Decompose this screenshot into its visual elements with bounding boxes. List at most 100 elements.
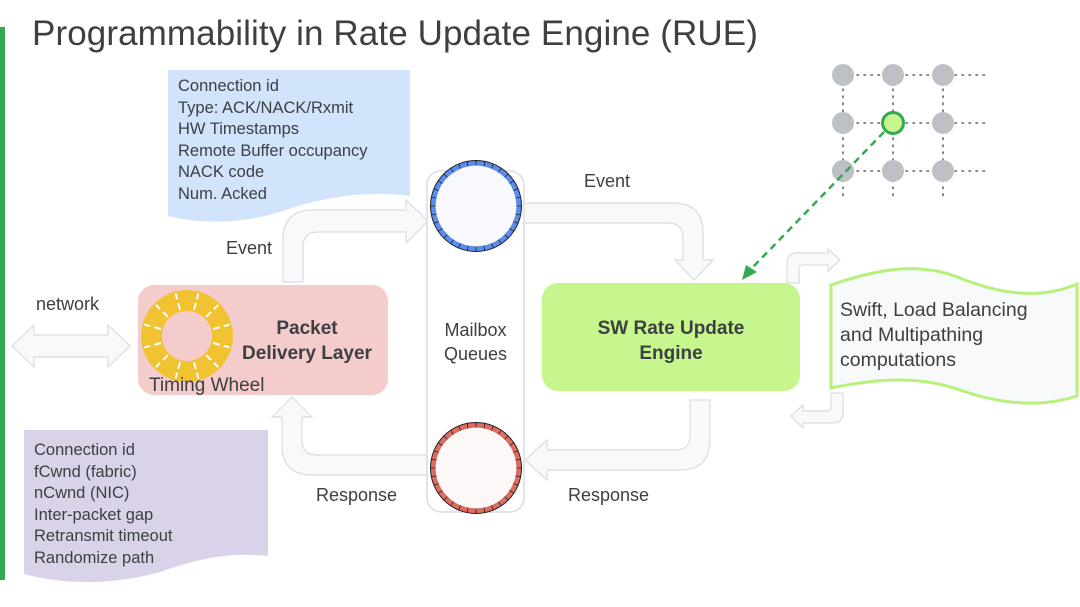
timing-wheel-slot xyxy=(155,304,169,318)
response-arrow-right xyxy=(524,399,711,482)
queue-slot xyxy=(437,180,443,184)
queue-slot xyxy=(498,167,502,173)
network-label: network xyxy=(36,294,100,314)
event-fields-note: Connection id Type: ACK/NACK/Rxmit HW Time… xyxy=(178,76,368,205)
dashed-link-arrowhead xyxy=(742,265,757,280)
queue-slot xyxy=(509,180,515,184)
mailbox-queues-line1: Mailbox xyxy=(444,320,507,340)
timing-wheel-slot xyxy=(193,293,200,311)
response-arrow-left xyxy=(270,396,429,476)
response-field-item: nCwnd (NIC) xyxy=(34,484,130,502)
timing-wheel-slot xyxy=(212,323,230,330)
queue-slot xyxy=(498,239,502,245)
timing-wheel-slot xyxy=(205,304,219,318)
queue-slot xyxy=(443,496,448,501)
dashed-link-arrow xyxy=(751,131,885,269)
response-field-item: Inter-packet gap xyxy=(34,505,154,524)
timing-wheel-icon xyxy=(141,290,233,382)
topology-node-selected xyxy=(881,111,905,135)
rue-title-line1: SW Rate Update xyxy=(597,318,745,339)
rue-box[interactable] xyxy=(542,283,800,391)
queue-slot xyxy=(443,435,448,440)
response-queue-ring-icon xyxy=(430,422,522,514)
queue-slot xyxy=(498,429,502,435)
queue-slot xyxy=(513,450,519,453)
queue-slot xyxy=(515,213,521,216)
queue-slot xyxy=(509,442,515,446)
queue-slot xyxy=(504,173,509,178)
queue-slot xyxy=(433,450,439,453)
event-arrow-right xyxy=(523,202,715,281)
response-fields-note: Connection id fCwnd (fabric) nCwnd (NIC) In… xyxy=(34,440,172,569)
queue-slot xyxy=(483,423,486,429)
response-field-item: Connection id xyxy=(34,441,135,459)
queue-slot xyxy=(491,505,494,511)
queue-slot xyxy=(504,435,509,440)
topology-node xyxy=(932,64,954,86)
queue-slot xyxy=(431,458,437,461)
response-field-item: Randomize path xyxy=(34,548,155,567)
event-field-item: HW Timestamps xyxy=(178,120,300,138)
queue-slot xyxy=(458,505,461,511)
event-field-item: Connection id xyxy=(178,77,279,95)
queue-slot xyxy=(466,507,469,513)
queue-slot xyxy=(458,163,461,169)
queue-slot xyxy=(491,243,494,249)
event-field-item: Type: ACK/NACK/Rxmit xyxy=(178,98,354,117)
queue-slot xyxy=(437,442,443,446)
topology-node xyxy=(932,112,954,134)
event-field-item: Num. Acked xyxy=(178,184,267,203)
topology-node xyxy=(932,160,954,182)
queue-slot xyxy=(458,243,461,249)
queue-slot xyxy=(443,234,448,239)
queue-slot xyxy=(437,490,443,494)
computations-text: Swift, Load Balancing and Multipathing com… xyxy=(840,298,1028,373)
packet-delivery-layer-title: Packet Delivery Layer xyxy=(232,316,382,366)
response-label-left: Response xyxy=(316,485,398,505)
queue-slot xyxy=(491,163,494,169)
timing-wheel-slot xyxy=(144,323,162,330)
topology-node xyxy=(832,112,854,134)
queue-slot xyxy=(504,234,509,239)
queue-slot xyxy=(431,213,437,216)
queue-slot xyxy=(515,458,521,461)
computations-line: computations xyxy=(840,349,956,371)
queue-slot xyxy=(466,245,469,251)
mailbox-queues-title: Mailbox Queues xyxy=(427,318,524,366)
rue-title: SW Rate Update Engine xyxy=(542,316,800,366)
network-double-arrow xyxy=(11,323,131,369)
timing-wheel-slot xyxy=(174,361,181,379)
computations-line: Swift, Load Balancing xyxy=(840,299,1028,321)
queue-slot xyxy=(513,188,519,191)
rue-title-line2: Engine xyxy=(639,343,703,364)
response-label-right: Response xyxy=(568,485,650,505)
queue-slot xyxy=(433,221,439,224)
timing-wheel-slot xyxy=(205,354,219,368)
timing-wheel-slot xyxy=(174,293,181,311)
queue-slot xyxy=(466,423,469,429)
topology-node xyxy=(832,160,854,182)
response-field-item: fCwnd (fabric) xyxy=(34,462,137,481)
topology-node xyxy=(882,64,904,86)
computations-line: and Multipathing xyxy=(840,324,984,346)
queue-slot xyxy=(513,221,519,224)
queue-slot xyxy=(483,507,486,513)
queue-slot xyxy=(515,475,521,478)
computations-banner-shape xyxy=(829,267,1079,405)
queue-slot xyxy=(433,483,439,486)
event-queue-ring-icon xyxy=(430,160,522,252)
queue-slot xyxy=(498,501,502,507)
response-field-item: Retransmit timeout xyxy=(34,527,173,545)
queue-slot xyxy=(431,475,437,478)
event-label-right: Event xyxy=(584,171,631,191)
queue-slot xyxy=(431,196,437,199)
timing-wheel-slot xyxy=(144,342,162,349)
queue-slot xyxy=(450,167,454,173)
timing-wheel-slot xyxy=(212,342,230,349)
queue-slot xyxy=(450,429,454,435)
event-fields-note-shape xyxy=(168,70,410,222)
queue-slot xyxy=(466,161,469,167)
queue-slot xyxy=(491,425,494,431)
topology-node xyxy=(832,64,854,86)
mailbox-queues-line2: Queues xyxy=(443,344,508,364)
